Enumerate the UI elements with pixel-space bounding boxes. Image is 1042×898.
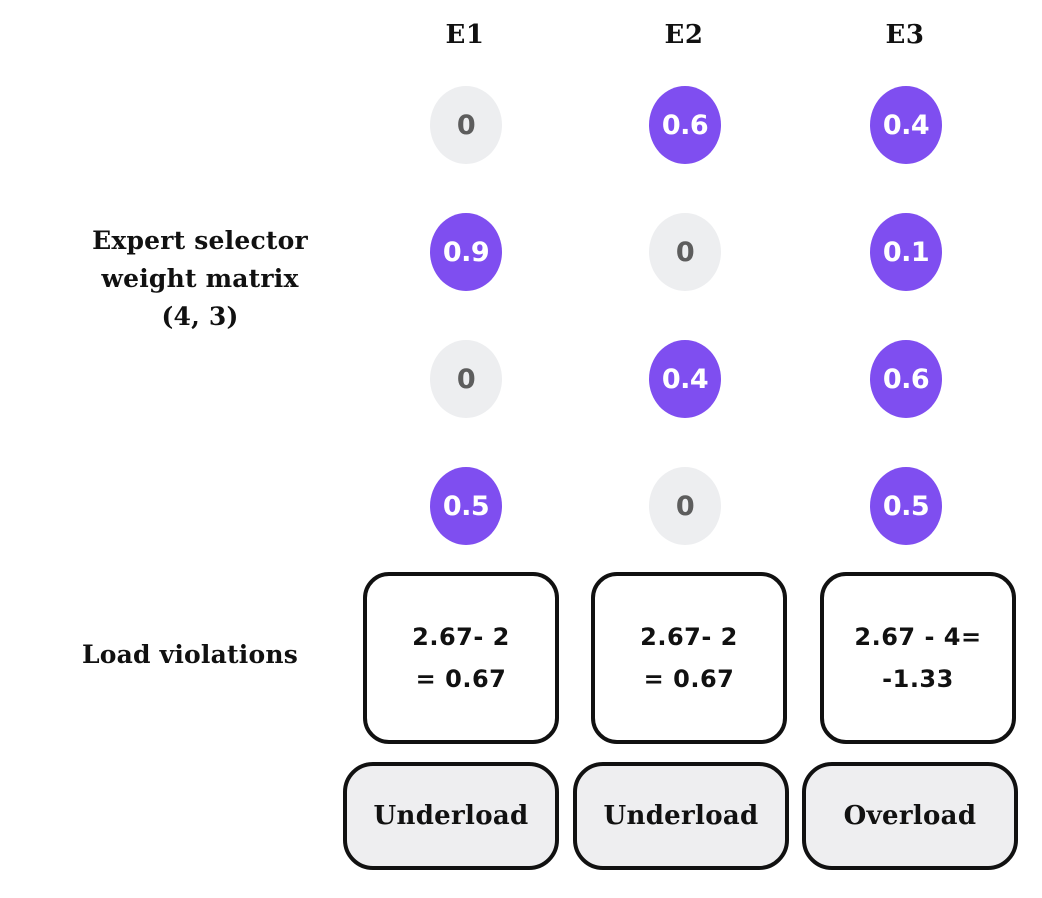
violation-e1-line-1: 2.67- 2 [412, 623, 510, 651]
matrix-cell-r2-c3: 0.1 [870, 213, 942, 291]
column-header-e1: E1 [445, 20, 485, 50]
violation-e3-line-2: -1.33 [882, 665, 954, 693]
matrix-caption: Expert selector weight matrix (4, 3) [30, 222, 370, 336]
matrix-cell-r1-c3: 0.4 [870, 86, 942, 164]
status-badge-e1: Underload [343, 762, 559, 870]
matrix-cell-r4-c3: 0.5 [870, 467, 942, 545]
matrix-cell-r1-c2: 0.6 [649, 86, 721, 164]
violation-box-e3: 2.67 - 4= -1.33 [820, 572, 1016, 744]
violation-box-e1: 2.67- 2 = 0.67 [363, 572, 559, 744]
matrix-cell-r3-c2: 0.4 [649, 340, 721, 418]
column-header-e3: E3 [885, 20, 925, 50]
violation-e2-line-1: 2.67- 2 [640, 623, 738, 651]
violation-box-e2: 2.67- 2 = 0.67 [591, 572, 787, 744]
violation-e3-line-1: 2.67 - 4= [854, 623, 982, 651]
matrix-cell-r4-c2: 0 [649, 467, 721, 545]
matrix-cell-r1-c1: 0 [430, 86, 502, 164]
load-violations-caption: Load violations [81, 640, 298, 669]
matrix-cell-r3-c3: 0.6 [870, 340, 942, 418]
matrix-cell-r4-c1: 0.5 [430, 467, 502, 545]
column-header-e2: E2 [664, 20, 704, 50]
violation-e2-line-2: = 0.67 [643, 665, 735, 693]
matrix-caption-line-2: weight matrix [101, 264, 299, 293]
status-badge-e3: Overload [802, 762, 1018, 870]
matrix-cell-r2-c2: 0 [649, 213, 721, 291]
status-badge-e2: Underload [573, 762, 789, 870]
matrix-caption-line-3: (4, 3) [161, 302, 239, 331]
violation-e1-line-2: = 0.67 [415, 665, 507, 693]
matrix-cell-r3-c1: 0 [430, 340, 502, 418]
matrix-cell-r2-c1: 0.9 [430, 213, 502, 291]
matrix-caption-line-1: Expert selector [92, 226, 308, 255]
